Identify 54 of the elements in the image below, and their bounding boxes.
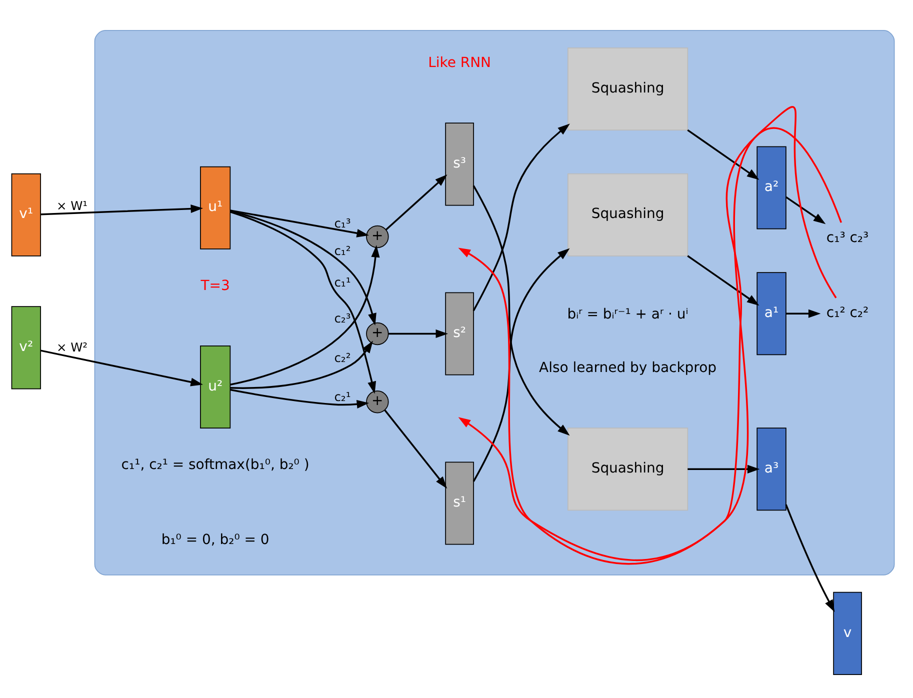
arrow <box>472 248 570 482</box>
arrow <box>384 410 448 489</box>
edge-label: c₂³ <box>334 312 351 326</box>
arrow <box>385 174 448 230</box>
node-box: s² <box>445 292 474 376</box>
arrow <box>472 124 570 312</box>
node-box: a³ <box>756 428 786 511</box>
node-box: Squashing <box>567 173 688 256</box>
arrow <box>230 210 376 326</box>
node-text: c₁³ c₂³ <box>826 230 869 246</box>
node-box: u² <box>200 346 231 429</box>
node-box: s¹ <box>445 462 474 545</box>
node-box: Squashing <box>567 428 688 511</box>
edge-label: × W¹ <box>56 198 88 213</box>
arrow <box>230 245 380 386</box>
node-box: Squashing <box>567 48 688 131</box>
label: c₁¹, c₂¹ = softmax(b₁⁰, b₂⁰ ) <box>121 456 310 473</box>
node-box: a² <box>756 146 786 230</box>
label: T=3 <box>200 278 230 294</box>
arrow <box>687 255 760 306</box>
node-circle: + <box>366 322 389 346</box>
arrow <box>388 329 448 338</box>
edge-label: c₁³ <box>334 216 351 230</box>
label: bᵢʳ = bᵢʳ⁻¹ + aʳ · uⁱ <box>567 306 688 323</box>
arrow <box>786 309 821 318</box>
label: b₁⁰ = 0, b₂⁰ = 0 <box>161 532 270 548</box>
cluster <box>94 30 895 576</box>
arrow <box>785 504 835 612</box>
arrow <box>687 129 760 180</box>
arrow <box>40 204 204 216</box>
edge-label: c₁² <box>334 244 351 258</box>
edge-label: × W² <box>56 340 88 354</box>
label: Also learned by backprop <box>539 360 717 376</box>
arrow <box>786 196 826 224</box>
arrow <box>472 185 570 436</box>
node-box: s³ <box>445 122 474 206</box>
edge-label: c₁¹ <box>334 276 351 290</box>
node-text: c₁² c₂² <box>826 304 869 321</box>
arrow <box>40 350 203 386</box>
arrow <box>230 211 376 394</box>
arrow <box>688 464 760 474</box>
node-box: a¹ <box>756 272 786 356</box>
arrow <box>230 210 370 238</box>
node-box: v <box>833 592 862 675</box>
arrow <box>230 340 373 389</box>
edge-label: c₂¹ <box>334 390 351 404</box>
node-circle: + <box>366 390 389 414</box>
label: Like RNN <box>428 55 492 72</box>
node-circle: + <box>366 225 389 248</box>
node-box: v² <box>11 306 41 390</box>
node-box: v¹ <box>11 173 41 256</box>
node-box: u¹ <box>200 166 231 250</box>
edge-label: c₂² <box>334 350 351 365</box>
arrow <box>230 388 370 408</box>
